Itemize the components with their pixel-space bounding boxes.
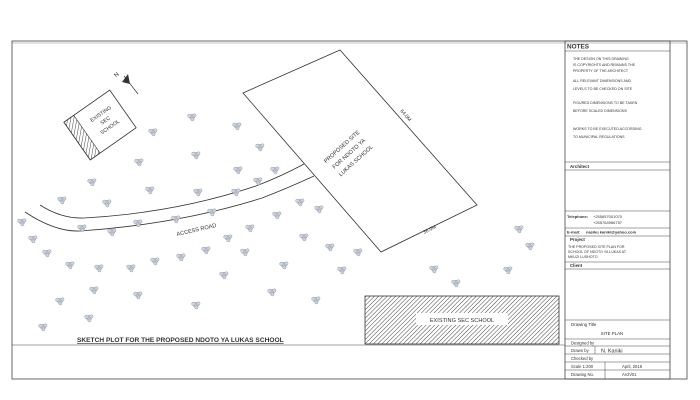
tree-icon xyxy=(314,205,324,214)
tree-icon xyxy=(126,264,136,273)
drawing-no-value: Arch/01 xyxy=(622,372,637,377)
tree-icon xyxy=(429,265,439,274)
tree-icon xyxy=(245,224,255,233)
project-line-3: MKUZI LUSHOTO xyxy=(568,255,598,259)
tree-icon xyxy=(38,323,48,332)
tree-icon xyxy=(176,253,186,262)
tree-icon xyxy=(337,266,347,275)
title-block xyxy=(564,40,671,380)
sheet-border xyxy=(11,40,688,380)
note-2-line-1: ALL RELEVANT DIMENSIONS AND xyxy=(573,79,631,83)
tree-icon xyxy=(279,261,289,270)
client-label: Client xyxy=(570,263,583,268)
tree-icon xyxy=(299,233,309,242)
proposed-site-dim-short: 38.0M xyxy=(422,224,437,236)
note-4-line-1: WORKS TO BE EXECUTED ACCORDING xyxy=(573,127,642,131)
tree-icon xyxy=(191,151,201,160)
title-block-text: NOTES THE DESIGN ON THIS DRAWING IS COPY… xyxy=(567,44,643,378)
proposed-site: PROPOSED SITE FOR NDOTO YA LUKAS SCHOOL … xyxy=(242,49,478,253)
tree-icon xyxy=(193,188,203,197)
tree-icon xyxy=(255,143,265,152)
tree-icon xyxy=(150,257,160,266)
tree-icon xyxy=(232,122,242,131)
tree-icon xyxy=(223,234,233,243)
tree-icon xyxy=(503,266,513,275)
tree-icon xyxy=(514,225,524,234)
project-line-2: SCHOOL OF NDOTO YA LUKAS AT xyxy=(568,250,627,254)
checked-by-label: Checked by xyxy=(571,356,594,361)
note-1-line-2: IS COPYRIGHTS AND REMAINS THE xyxy=(573,63,636,67)
access-road-label: ACCESS ROAD xyxy=(176,223,217,238)
tree-icon xyxy=(134,158,144,167)
tree-icon xyxy=(272,211,282,220)
tree-icon xyxy=(89,286,99,295)
tree-icon xyxy=(87,178,97,187)
tree-icon xyxy=(525,242,535,251)
north-arrow: N xyxy=(113,72,139,95)
tree-icon xyxy=(270,166,280,175)
title-block-dividers xyxy=(565,50,670,379)
note-1-line-3: PROPERTY OF THE ARCHITECT xyxy=(573,69,629,73)
email-label: E-mail: xyxy=(567,230,580,235)
tree-icon xyxy=(107,228,117,237)
tree-icon xyxy=(42,249,52,258)
tree-icon xyxy=(133,291,143,300)
drawn-by-label: Drawn by xyxy=(571,348,590,353)
tree-icon xyxy=(240,248,250,257)
drawn-by-value: N. Kaniki xyxy=(601,349,623,355)
telephone-label: Telephone: xyxy=(567,214,588,219)
tree-icon xyxy=(57,196,67,205)
existing-building-top: EXISTING SEC SCHOOL xyxy=(63,89,137,161)
tree-icon xyxy=(207,208,217,217)
tree-icon xyxy=(451,279,461,288)
tree-icon xyxy=(187,113,197,122)
note-2-line-2: LEVELS TO BE CHECKED ON SITE xyxy=(573,87,633,91)
tree-icon xyxy=(295,198,305,207)
tree-icon xyxy=(65,261,75,270)
tree-icon xyxy=(353,248,363,257)
drawing-no-label: Drawing No. xyxy=(571,372,594,377)
note-4-line-2: TO MUNICIPAL REGULATIONS xyxy=(573,135,625,139)
tree-icon xyxy=(233,166,243,175)
tree-icon xyxy=(325,243,335,252)
drawing-title-value: SITE PLAN xyxy=(601,331,623,336)
drawing-title-label: Drawing Title xyxy=(571,322,597,327)
existing-building-bottom: EXISTING SEC SCHOOL xyxy=(364,295,560,345)
project-line-1: THE PROPOSED SITE PLAN FOR xyxy=(568,245,625,249)
tree-icon xyxy=(267,288,277,297)
scale-label: Scale 1:200 xyxy=(571,364,594,369)
tree-icon xyxy=(145,186,155,195)
tree-icon xyxy=(148,128,158,137)
tree-icon xyxy=(171,215,181,224)
tree-icon xyxy=(94,264,104,273)
tree-icon xyxy=(102,199,112,208)
tree-icon xyxy=(231,188,241,197)
tree-icon xyxy=(219,271,229,280)
tree-icon xyxy=(311,296,321,305)
tree-icon xyxy=(28,235,38,244)
project-label: Project xyxy=(570,237,585,242)
date-value: April, 2016 xyxy=(622,364,643,369)
existing-building-top-label-2: SEC xyxy=(100,115,112,126)
tree-icon xyxy=(191,301,201,310)
architect-label: Architect xyxy=(570,164,590,169)
note-3-line-1: FIGURED DIMENSIONS TO BE TAKEN xyxy=(573,101,638,105)
designed-by-label: Designed by xyxy=(571,341,595,346)
north-label: N xyxy=(113,72,120,79)
tree-icon xyxy=(55,297,65,306)
sketch-caption: SKETCH PLOT FOR THE PROPOSED NDOTO YA LU… xyxy=(77,337,284,344)
notes-header: NOTES xyxy=(567,44,590,51)
tree-icon xyxy=(17,218,27,227)
existing-building-bottom-label: EXISTING SEC SCHOOL xyxy=(430,318,494,324)
note-3-line-2: BEFORE SCALED DIMENSIONS xyxy=(573,109,628,113)
telephone-number-1: +255657001070 xyxy=(593,214,623,219)
tree-icon xyxy=(84,314,94,323)
telephone-number-2: +255764966757 xyxy=(593,220,623,225)
note-1-line-1: THE DESIGN ON THIS DRAWING xyxy=(573,57,629,61)
email-value: nasiku kaniki@yahoo.com xyxy=(586,230,637,235)
access-road xyxy=(24,163,315,232)
tree-icon xyxy=(201,246,211,255)
